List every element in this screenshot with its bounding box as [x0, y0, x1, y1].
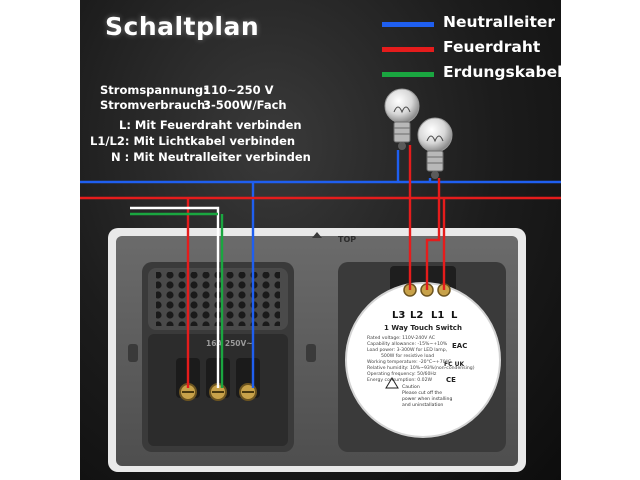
svg-text:CE: CE [446, 376, 456, 384]
light-bulb-icon [417, 117, 453, 179]
terminal-label-l3: L3 [392, 310, 405, 321]
power-value: 3-500W/Fach [203, 98, 287, 112]
top-mark: TOP [338, 235, 356, 244]
switch-spec-lines: Rated voltage: 110V-240V AC Capability a… [367, 335, 475, 383]
switch-spec-line: Working temperature: -20°C~+70°C [367, 359, 451, 365]
certification-marks: EAC FC UK CE [444, 342, 467, 384]
terminal-label-l1: L1 [431, 310, 444, 321]
connection-note-l: L: Mit Feuerdraht verbinden [119, 118, 302, 132]
top-arrow-icon [312, 232, 322, 238]
wires [80, 145, 561, 388]
legend-label-earth: Erdungskabel [443, 63, 561, 81]
earth-wire [130, 206, 220, 388]
connection-note-n: N : Mit Neutralleiter verbinden [111, 150, 311, 164]
caution-line: power when installing [402, 396, 452, 402]
switch-model: 1 Way Touch Switch [384, 324, 462, 332]
connection-note-l1-l2: L1/L2: Mit Lichtkabel verbinden [90, 134, 296, 148]
switch-spec-line: Energy consumption: 0.02W [367, 377, 433, 383]
terminal-labels: L3 L2 L1 L [392, 310, 458, 321]
switch-spec-line: Load power: 3-300W for LED lamp, [367, 347, 448, 353]
socket-rating: 16A 250V~ [206, 339, 253, 348]
legend-label-phase: Feuerdraht [443, 38, 541, 56]
svg-text:EAC: EAC [452, 342, 467, 350]
svg-text:FC UK: FC UK [444, 361, 464, 368]
switch-spec-line: 500W for resistive load [381, 353, 434, 359]
caution-line: and uninstallation [402, 402, 443, 408]
wiring-illustration: TOP 16A 250V~ [80, 88, 561, 472]
caution-line: Please cut off the [402, 390, 442, 396]
wiring-diagram-panel: TOP 16A 250V~ [80, 0, 561, 480]
lamp-wire [425, 178, 441, 290]
terminal-label-l: L [451, 310, 458, 321]
voltage-label: Stromspannung: [100, 83, 208, 97]
switch-spec-line: Relative humidity: 10%~93%(non-condensin… [367, 365, 475, 371]
switch-spec-line: Rated voltage: 110V-240V AC [367, 335, 435, 341]
switch-label-disc [345, 282, 501, 438]
page-title: Schaltplan [105, 12, 260, 41]
caution-block: Caution Please cut off the power when in… [385, 377, 452, 408]
power-label: Stromverbrauch: [100, 98, 210, 112]
legend-swatch-phase [382, 47, 434, 52]
legend-label-neutral: Neutralleiter [443, 13, 556, 31]
light-bulb-icon [384, 88, 420, 150]
mount-slot [128, 344, 138, 362]
switch-spec-line: Capability allowance: -15%~+10% [367, 341, 448, 347]
terminal-label-l2: L2 [410, 310, 423, 321]
switch-spec-line: Operating frequency: 50/60Hz [367, 371, 437, 377]
legend-swatch-earth [382, 72, 434, 77]
mount-slot [306, 344, 316, 362]
caution-line: Caution [402, 384, 420, 390]
voltage-value: 110~250 V [203, 83, 274, 97]
legend-swatch-neutral [382, 22, 434, 27]
warning-icon [385, 377, 399, 389]
